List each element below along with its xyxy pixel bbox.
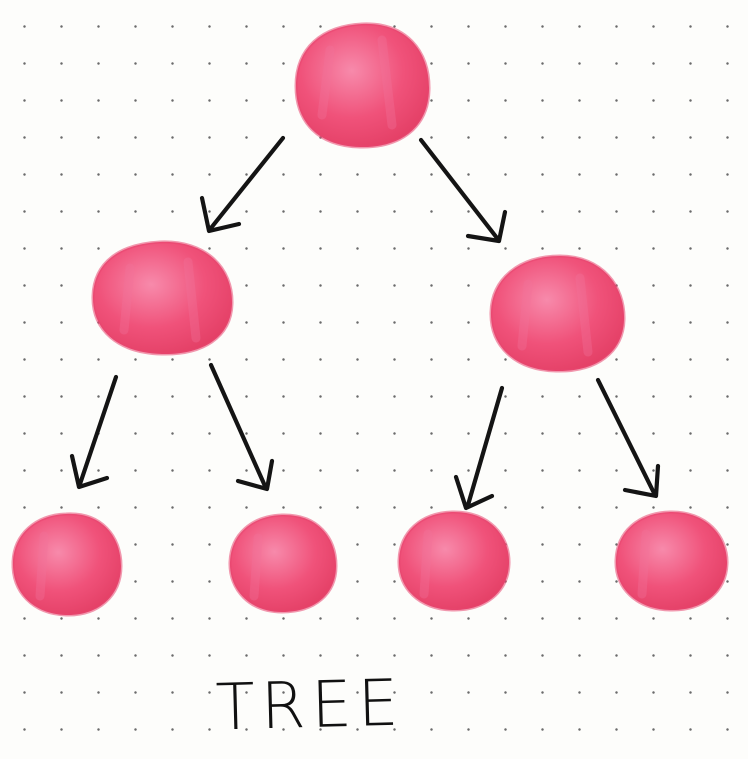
tree-node-right-right-leaf — [614, 510, 729, 612]
arrow-shaft — [208, 362, 268, 489]
diagram-caption: TREE — [214, 666, 406, 746]
edge-right-child-to-right-left-leaf — [453, 385, 505, 511]
edge-root-to-right-child — [418, 137, 508, 244]
tree-node-root — [294, 22, 431, 149]
arrow-shaft — [418, 137, 500, 241]
nodes — [11, 22, 729, 617]
tree-node-right-child — [489, 254, 626, 373]
tree-node-right-left-leaf — [397, 510, 511, 612]
edges — [69, 135, 661, 511]
arrow-shaft — [465, 385, 505, 508]
arrow-head — [622, 463, 661, 499]
tree-node-left-left-leaf — [11, 512, 123, 617]
arrow-head — [465, 209, 508, 244]
arrow-head — [453, 474, 495, 511]
arrow-shaft — [77, 374, 119, 487]
arrow-head — [235, 458, 275, 492]
tree-node-left-right-leaf — [228, 513, 338, 614]
arrow-head — [69, 453, 110, 490]
tree-node-left-child — [91, 240, 234, 356]
edge-left-child-to-left-right-leaf — [208, 362, 275, 492]
edge-left-child-to-left-left-leaf — [69, 374, 119, 490]
arrow-shaft — [208, 135, 286, 231]
arrow-shaft — [595, 377, 657, 496]
edge-right-child-to-right-right-leaf — [595, 377, 661, 499]
arrow-head — [199, 195, 242, 234]
edge-root-to-left-child — [199, 135, 286, 234]
